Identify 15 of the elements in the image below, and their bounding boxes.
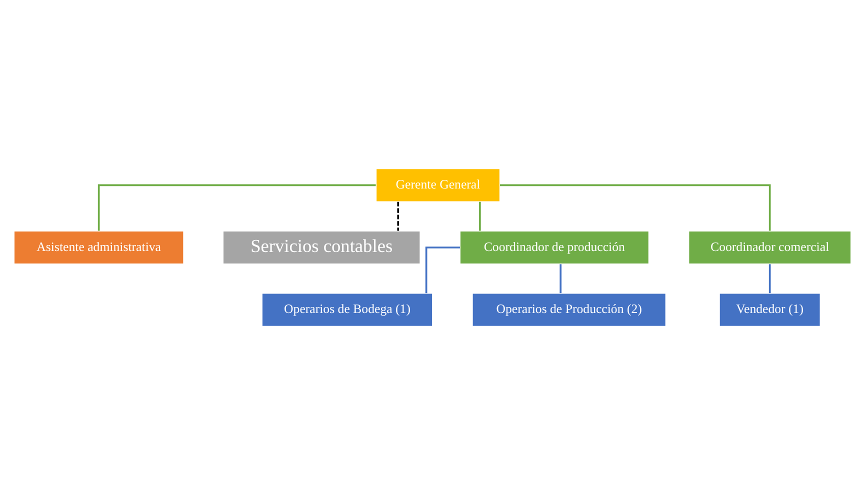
connector: [397, 201, 400, 230]
connector: [500, 184, 771, 230]
connector: [560, 264, 562, 293]
node-box: Operarios de Bodega (1): [262, 292, 433, 326]
connector: [768, 264, 771, 293]
connector: [425, 246, 460, 293]
connector: [98, 184, 376, 230]
node-box: Gerente General: [376, 168, 500, 202]
node-box: Asistente administrativa: [14, 230, 184, 264]
node-box: Vendedor (1): [718, 292, 821, 326]
node-box: Operarios de Producción (2): [472, 292, 666, 326]
node-box: Servicios contables: [222, 230, 421, 264]
node-box: Coordinador de producción: [460, 230, 650, 264]
node-box: Coordinador comercial: [688, 230, 852, 264]
connector: [479, 201, 481, 230]
